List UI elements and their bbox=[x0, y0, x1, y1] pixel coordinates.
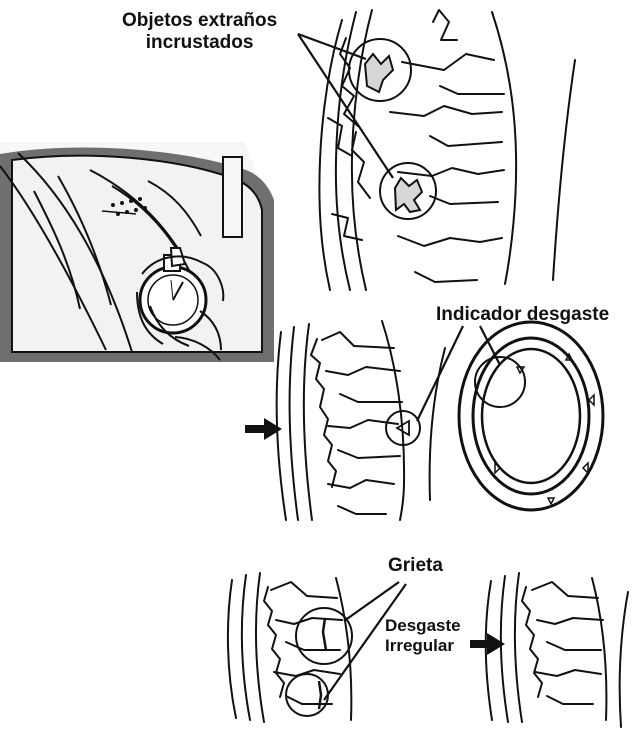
wear-indicator-wheel bbox=[459, 322, 603, 510]
foreign-objects-label-line2: incrustados bbox=[122, 32, 277, 54]
top-tire-tread bbox=[319, 10, 575, 290]
wear-indicator-label: Indicador desgaste bbox=[436, 304, 609, 326]
bottom-left-tire bbox=[228, 573, 351, 722]
irregular-wear-label-line2: Irregular bbox=[385, 636, 461, 656]
bottom-right-tire bbox=[486, 573, 628, 727]
crack-label: Grieta bbox=[388, 555, 443, 577]
irregular-wear-label-line1: Desgaste bbox=[385, 616, 461, 636]
irregular-wear-arrow bbox=[470, 633, 505, 655]
irregular-wear-label: Desgaste Irregular bbox=[385, 616, 461, 655]
foreign-objects-label: Objetos extraños incrustados bbox=[122, 10, 277, 54]
pressure-gauge-scene bbox=[0, 142, 274, 362]
foreign-objects-label-line1: Objetos extraños bbox=[122, 10, 277, 32]
middle-tire-tread bbox=[277, 321, 445, 520]
